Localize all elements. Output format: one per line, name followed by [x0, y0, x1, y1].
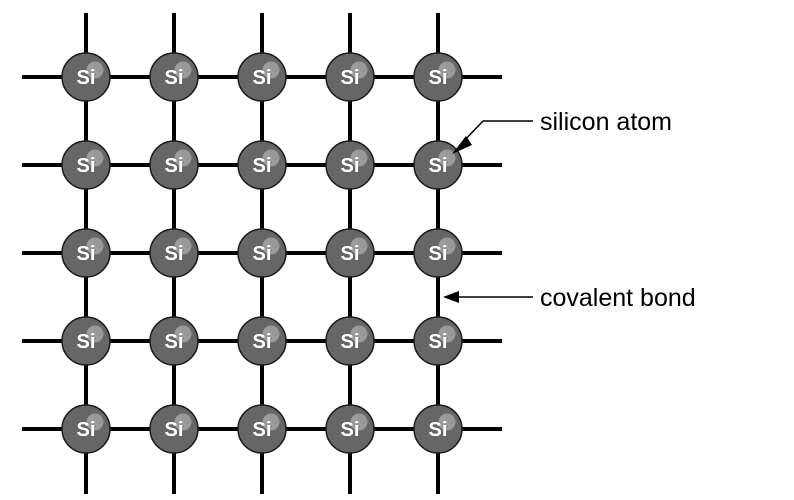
atom-highlight — [174, 413, 192, 431]
atom-label: Si — [253, 67, 272, 89]
silicon-atom-r3-c2: Si — [237, 316, 287, 366]
atom-label: Si — [429, 67, 448, 89]
atom-label: Si — [165, 331, 184, 353]
atom-label: Si — [253, 419, 272, 441]
atom-label: Si — [253, 331, 272, 353]
silicon-atom-r3-c0: Si — [61, 316, 111, 366]
atom-highlight — [350, 61, 368, 79]
silicon-atom-r2-c0: Si — [61, 228, 111, 278]
atom-highlight — [438, 325, 456, 343]
silicon-atom-callout: silicon atom — [452, 108, 672, 154]
silicon-atom-r2-c4: Si — [413, 228, 463, 278]
atom-highlight — [174, 237, 192, 255]
silicon-atom-r0-c4: Si — [413, 52, 463, 102]
atom-highlight — [350, 149, 368, 167]
atom-highlight — [174, 149, 192, 167]
silicon-atom-r4-c4: Si — [413, 404, 463, 454]
atom-label: Si — [77, 155, 96, 177]
atom-label: Si — [77, 419, 96, 441]
atom-highlight — [86, 149, 104, 167]
atom-highlight — [262, 149, 280, 167]
atom-label: Si — [429, 243, 448, 265]
silicon-atom-r0-c3: Si — [325, 52, 375, 102]
atom-label: Si — [429, 155, 448, 177]
atom-label: Si — [165, 243, 184, 265]
atom-label: Si — [429, 419, 448, 441]
silicon-atom-r1-c2: Si — [237, 140, 287, 190]
silicon-atom-r1-c0: Si — [61, 140, 111, 190]
atom-label: Si — [341, 419, 360, 441]
silicon-atom-r1-c1: Si — [149, 140, 199, 190]
atom-highlight — [174, 325, 192, 343]
atom-label: Si — [429, 331, 448, 353]
atom-highlight — [86, 325, 104, 343]
atom-highlight — [262, 325, 280, 343]
silicon-atom-r4-c1: Si — [149, 404, 199, 454]
silicon-atom-r2-c2: Si — [237, 228, 287, 278]
silicon-atom-arrowhead — [452, 136, 472, 154]
atom-label: Si — [341, 331, 360, 353]
silicon-atom-r1-c3: Si — [325, 140, 375, 190]
atom-label: Si — [341, 243, 360, 265]
atom-highlight — [262, 61, 280, 79]
silicon-atom-r2-c1: Si — [149, 228, 199, 278]
atom-highlight — [438, 61, 456, 79]
covalent-bond-arrowhead — [443, 291, 459, 303]
silicon-atom-r0-c0: Si — [61, 52, 111, 102]
covalent-bond-label: covalent bond — [540, 284, 696, 312]
atom-highlight — [350, 325, 368, 343]
atom-highlight — [350, 237, 368, 255]
atom-highlight — [262, 413, 280, 431]
atom-label: Si — [77, 67, 96, 89]
atom-label: Si — [77, 243, 96, 265]
atom-highlight — [350, 413, 368, 431]
silicon-atom-r4-c0: Si — [61, 404, 111, 454]
silicon-atom-r2-c3: Si — [325, 228, 375, 278]
silicon-atom-r3-c3: Si — [325, 316, 375, 366]
atom-highlight — [86, 413, 104, 431]
atom-highlight — [262, 237, 280, 255]
atom-label: Si — [341, 67, 360, 89]
silicon-atom-r4-c3: Si — [325, 404, 375, 454]
covalent-bond-callout: covalent bond — [443, 284, 696, 312]
atom-highlight — [174, 61, 192, 79]
atom-label: Si — [253, 243, 272, 265]
silicon-atom-r4-c2: Si — [237, 404, 287, 454]
atom-highlight — [86, 61, 104, 79]
atom-highlight — [438, 413, 456, 431]
silicon-atom-r3-c4: Si — [413, 316, 463, 366]
atom-highlight — [86, 237, 104, 255]
silicon-atom-r3-c1: Si — [149, 316, 199, 366]
atom-label: Si — [341, 155, 360, 177]
silicon-atom-r1-c4: Si — [413, 140, 463, 190]
atom-highlight — [438, 149, 456, 167]
silicon-atom-r0-c1: Si — [149, 52, 199, 102]
atom-label: Si — [165, 155, 184, 177]
silicon-atom-r0-c2: Si — [237, 52, 287, 102]
atom-label: Si — [165, 419, 184, 441]
atom-label: Si — [253, 155, 272, 177]
atom-label: Si — [165, 67, 184, 89]
atom-label: Si — [77, 331, 96, 353]
silicon-atom-label: silicon atom — [540, 108, 672, 136]
atom-highlight — [438, 237, 456, 255]
